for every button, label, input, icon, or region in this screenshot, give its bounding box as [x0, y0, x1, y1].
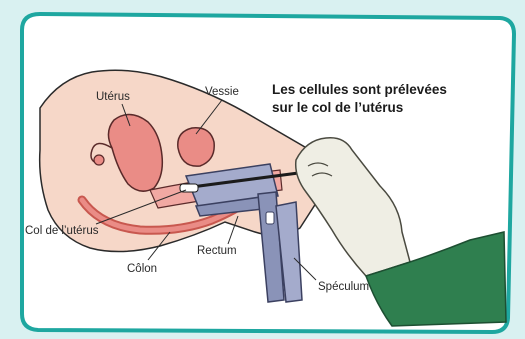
speculum-screw	[266, 212, 274, 224]
label-rectum: Rectum	[197, 245, 237, 257]
heading-line-2: sur le col de l’utérus	[272, 100, 403, 115]
label-col: Col de l’utérus	[25, 225, 99, 237]
ovary	[94, 155, 104, 165]
heading-line-1: Les cellules sont prélevées	[272, 82, 447, 97]
label-uterus: Utérus	[96, 91, 130, 103]
label-speculum: Spéculum	[318, 281, 369, 293]
label-vessie: Vessie	[205, 86, 239, 98]
label-colon: Côlon	[127, 263, 157, 275]
